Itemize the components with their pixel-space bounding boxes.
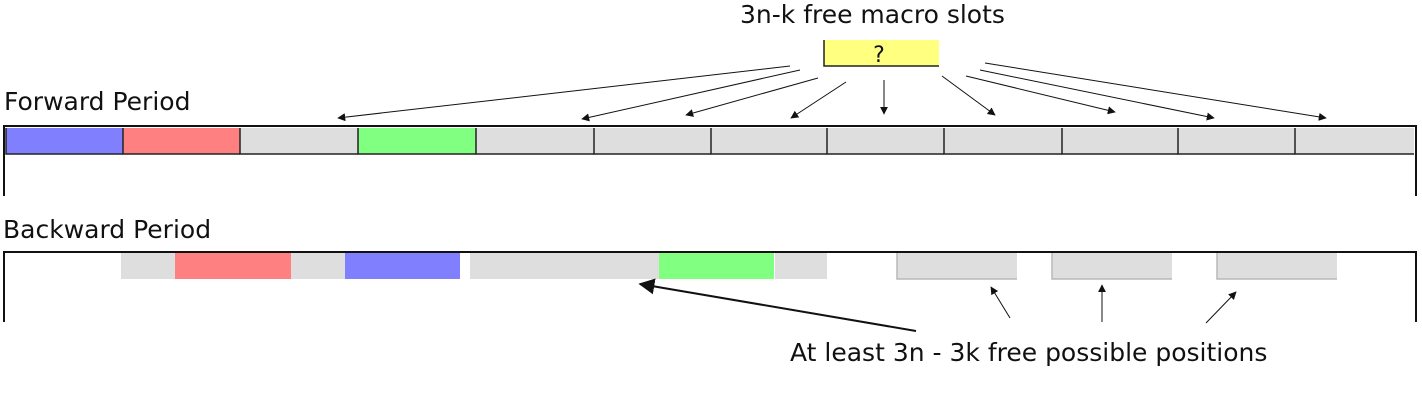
forward-slot — [1295, 128, 1414, 154]
forward-slot — [1062, 128, 1178, 154]
bottom-note: At least 3n - 3k free possible positions — [790, 338, 1268, 367]
backward-block — [470, 253, 590, 279]
top-arrow — [337, 65, 791, 122]
backward-block — [1217, 253, 1337, 279]
top-title: 3n-k free macro slots — [740, 0, 1005, 29]
question-slot: ? — [823, 40, 939, 68]
question-slot-label: ? — [873, 43, 885, 68]
backward-block-border — [1051, 253, 1172, 280]
backward-block-border — [896, 253, 1017, 280]
backward-block-border — [1216, 253, 1337, 280]
forward-slot — [594, 128, 711, 154]
top-arrow — [581, 69, 801, 122]
forward-slot-border — [826, 128, 944, 155]
forward-period-bracket — [3, 125, 1417, 196]
forward-slot — [240, 128, 358, 154]
bottom-arrow-main — [638, 278, 917, 332]
forward-slot-border — [239, 128, 358, 155]
forward-slot-border — [593, 128, 711, 155]
backward-period-label: Backward Period — [3, 215, 212, 244]
forward-slot-border — [475, 128, 594, 155]
forward-slot — [476, 128, 594, 154]
forward-slot-border — [1061, 128, 1178, 155]
top-arrow — [790, 81, 847, 119]
backward-block — [1052, 253, 1172, 279]
forward-slot-border — [1294, 128, 1414, 155]
backward-block — [659, 253, 774, 279]
top-arrow — [685, 77, 819, 117]
forward-slot — [711, 128, 827, 154]
backward-block — [775, 253, 827, 279]
backward-blocks — [121, 253, 1337, 280]
backward-block — [897, 253, 1017, 279]
bottom-arrow — [990, 286, 1011, 319]
forward-slots — [5, 128, 1414, 155]
forward-slot — [123, 128, 240, 154]
forward-slot — [1178, 128, 1295, 154]
forward-slot-border — [5, 128, 123, 155]
forward-slot-border — [710, 128, 827, 155]
forward-slot-border — [943, 128, 1062, 155]
forward-slot — [944, 128, 1062, 154]
top-arrow — [979, 69, 1215, 121]
top-arrow — [984, 62, 1327, 121]
forward-period-label: Forward Period — [4, 87, 191, 116]
backward-block — [590, 253, 660, 279]
top-arrow — [941, 75, 996, 116]
forward-slot-border — [1177, 128, 1295, 155]
backward-block — [345, 253, 460, 279]
bottom-arrow — [1205, 291, 1237, 324]
forward-slot-border — [357, 128, 476, 155]
backward-period-bracket — [3, 251, 1417, 322]
question-slot-box — [824, 40, 939, 66]
forward-slot-border — [122, 128, 240, 155]
backward-block — [121, 253, 177, 279]
backward-block — [175, 253, 291, 279]
question-slot-border — [823, 40, 939, 67]
top-arrow — [965, 75, 1116, 115]
forward-slot — [827, 128, 944, 154]
backward-block — [291, 253, 345, 279]
forward-slot — [358, 128, 476, 154]
forward-slot — [6, 128, 123, 154]
top-arrows — [337, 62, 1327, 122]
bottom-arrows — [638, 278, 1237, 332]
